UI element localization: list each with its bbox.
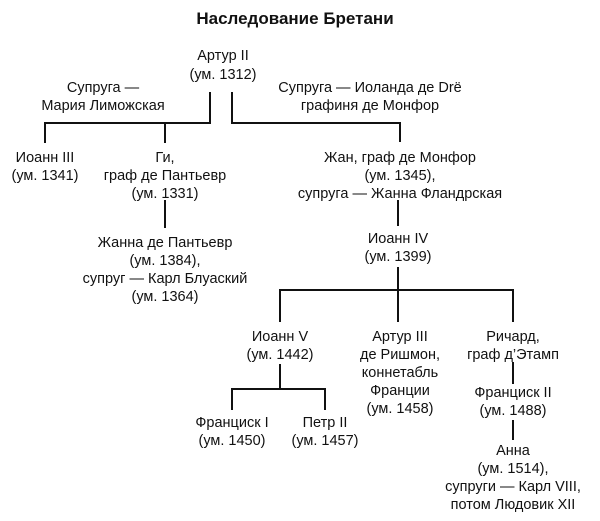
node-anne: Анна (ум. 1514), супруги — Карл VIII, по…: [445, 443, 581, 513]
node-line: Иоанн III: [16, 150, 75, 166]
node-line: Мария Лиможская: [41, 98, 164, 114]
node-arthur-iii: Артур III де Ришмон, коннетабль Франции …: [360, 329, 440, 417]
node-john-iii: Иоанн III (ум. 1341): [11, 150, 78, 184]
node-richard: Ричард, граф д’Этамп: [467, 329, 559, 363]
node-line: Франциск II: [474, 385, 551, 401]
node-line: граф д’Этамп: [467, 347, 559, 363]
node-date: (ум. 1312): [189, 67, 256, 83]
node-line: Франциск I: [195, 415, 268, 431]
node-line: (ум. 1384),: [129, 253, 200, 269]
node-jean-montfort: Жан, граф де Монфор (ум. 1345), супруга …: [298, 150, 502, 202]
node-line: Жан, граф де Монфор: [324, 150, 476, 166]
node-line: (ум. 1345),: [364, 168, 435, 184]
node-line: Иоанн IV: [368, 231, 429, 247]
node-line: супруг — Карл Блуаский: [83, 271, 248, 287]
node-line: (ум. 1514),: [477, 461, 548, 477]
node-line: графиня де Монфор: [301, 98, 439, 114]
node-line: Ги,: [155, 150, 174, 166]
node-john-iv: Иоанн IV (ум. 1399): [364, 231, 431, 265]
node-line: де Ришмон,: [360, 347, 440, 363]
node-line: Артур III: [372, 329, 428, 345]
node-line: Супруга — Иоланда де Drё: [278, 80, 462, 96]
node-line: (ум. 1364): [131, 289, 198, 305]
connector-lines: [44, 92, 514, 440]
node-spouse-yolande: Супруга — Иоланда де Drё графиня де Монф…: [278, 80, 462, 114]
node-francis-i: Франциск I (ум. 1450): [195, 415, 268, 449]
node-line: (ум. 1331): [131, 186, 198, 202]
node-line: (ум. 1458): [366, 401, 433, 417]
node-line: Анна: [496, 443, 531, 459]
node-line: (ум. 1457): [291, 433, 358, 449]
node-line: (ум. 1341): [11, 168, 78, 184]
node-arthur-ii: Артур II (ум. 1312): [189, 48, 256, 83]
node-line: Иоанн V: [252, 329, 309, 345]
node-line: (ум. 1450): [198, 433, 265, 449]
node-line: (ум. 1442): [246, 347, 313, 363]
node-spouse-maria: Супруга — Мария Лиможская: [41, 80, 164, 114]
node-line: Жанна де Пантьевр: [98, 235, 233, 251]
node-line: (ум. 1488): [479, 403, 546, 419]
node-line: граф де Пантьевр: [104, 168, 226, 184]
diagram-title: Наследование Бретани: [196, 9, 393, 28]
node-line: (ум. 1399): [364, 249, 431, 265]
node-line: Супруга —: [67, 80, 140, 96]
node-line: Ричард,: [486, 329, 540, 345]
node-john-v: Иоанн V (ум. 1442): [246, 329, 313, 363]
node-jeanne-penthievre: Жанна де Пантьевр (ум. 1384), супруг — К…: [83, 235, 248, 305]
node-francis-ii: Франциск II (ум. 1488): [474, 385, 551, 419]
node-line: потом Людовик XII: [451, 497, 576, 513]
node-line: коннетабль: [362, 365, 438, 381]
node-name: Артур II: [197, 48, 248, 64]
node-line: Франции: [370, 383, 430, 399]
node-line: супруга — Жанна Фландрская: [298, 186, 502, 202]
node-peter-ii: Петр II (ум. 1457): [291, 415, 358, 449]
node-line: Петр II: [303, 415, 348, 431]
node-line: супруги — Карл VIII,: [445, 479, 581, 495]
node-guy: Ги, граф де Пантьевр (ум. 1331): [104, 150, 226, 202]
